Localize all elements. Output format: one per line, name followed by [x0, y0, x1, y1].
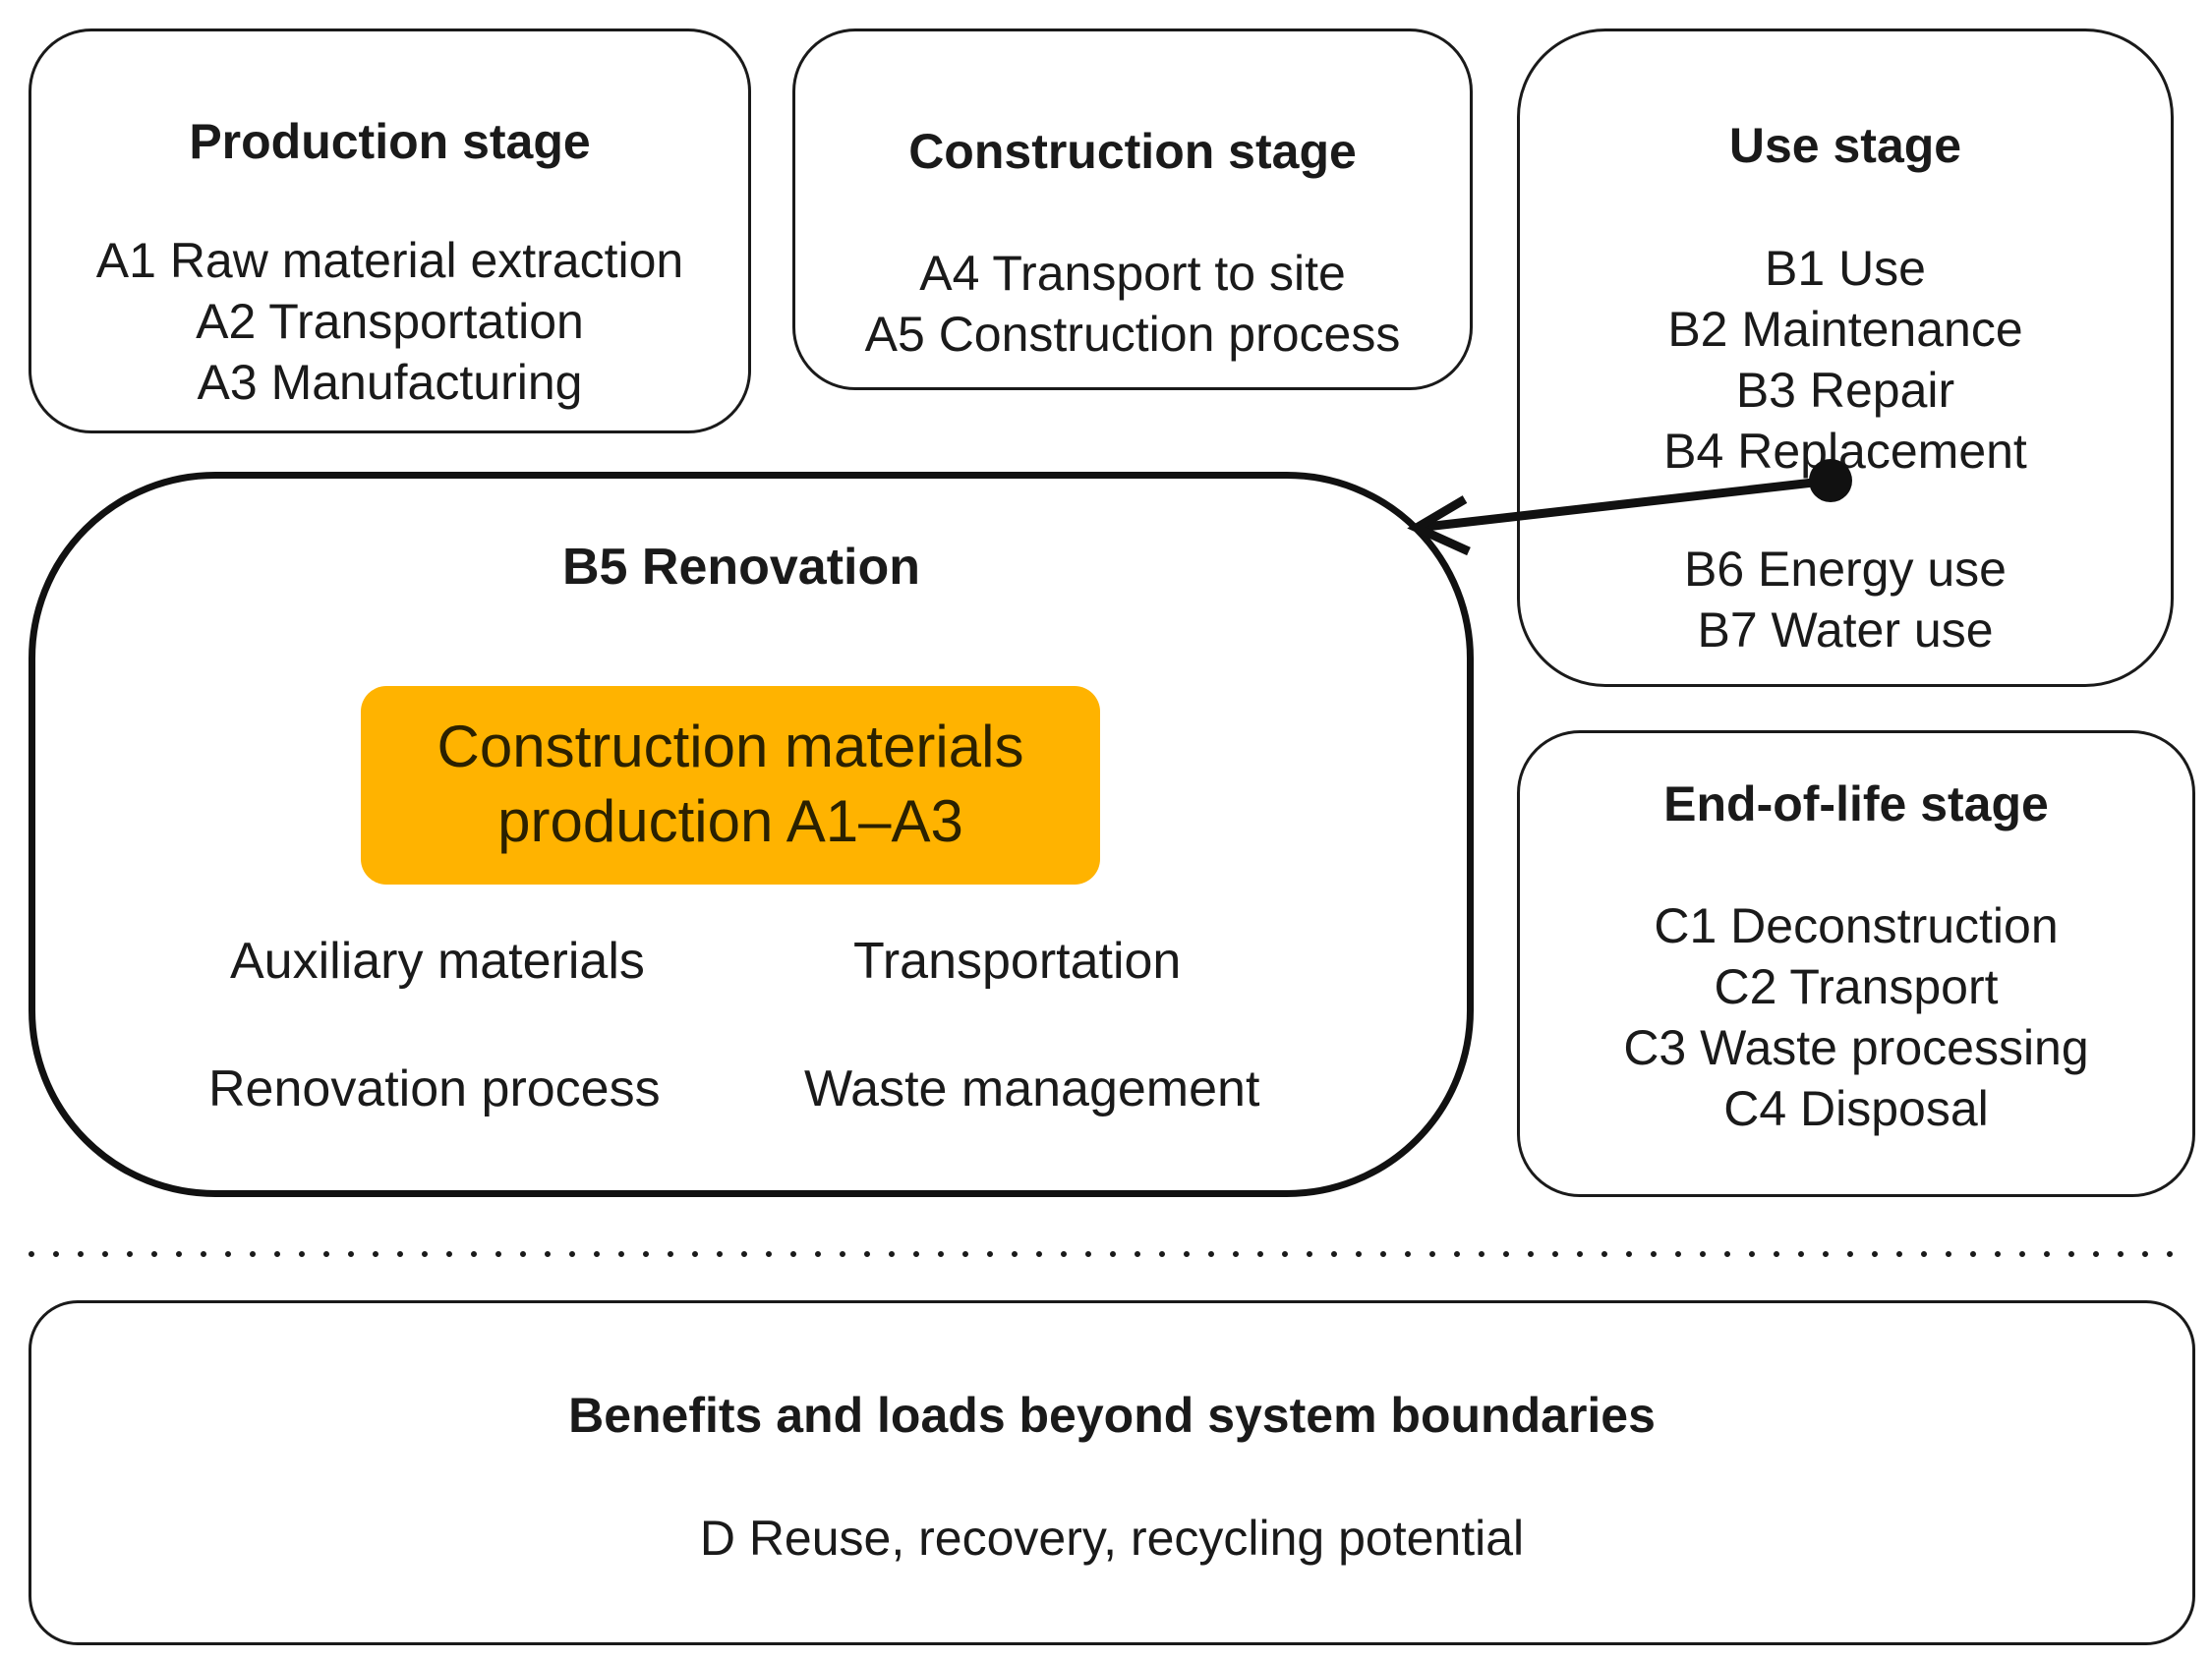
renovation-item-waste: Waste management — [804, 1060, 1260, 1117]
use-item-b4: B4 Replacement — [1663, 424, 2027, 479]
use-item-b7: B7 Water use — [1697, 602, 1994, 658]
end-of-life-stage-items: C1 Deconstruction C2 Transport C3 Waste … — [1520, 895, 2192, 1139]
production-item-a2: A2 Transportation — [196, 294, 584, 349]
construction-stage-box: Construction stage A4 Transport to site … — [792, 29, 1473, 390]
eol-item-c3: C3 Waste processing — [1623, 1020, 2089, 1075]
renovation-item-transportation: Transportation — [853, 933, 1182, 990]
construction-stage-items: A4 Transport to site A5 Construction pro… — [795, 243, 1470, 365]
production-item-a3: A3 Manufacturing — [197, 355, 583, 410]
construction-item-a5: A5 Construction process — [864, 307, 1401, 362]
materials-production-highlight: Construction materials production A1–A3 — [361, 686, 1100, 885]
dotted-separator — [29, 1251, 2194, 1257]
renovation-item-auxiliary: Auxiliary materials — [230, 933, 645, 990]
production-item-a1: A1 Raw material extraction — [95, 233, 684, 288]
construction-stage-title: Construction stage — [908, 124, 1357, 179]
use-item-b6: B6 Energy use — [1684, 542, 2007, 597]
use-stage-box: Use stage B1 Use B2 Maintenance B3 Repai… — [1517, 29, 2174, 687]
highlight-line-1: Construction materials — [437, 714, 1024, 779]
production-stage-title: Production stage — [189, 114, 591, 169]
use-stage-items-upper: B1 Use B2 Maintenance B3 Repair B4 Repla… — [1520, 238, 2171, 482]
benefits-item-d: D Reuse, recovery, recycling potential — [699, 1511, 1525, 1566]
eol-item-c1: C1 Deconstruction — [1654, 898, 2059, 953]
use-stage-items-lower: B6 Energy use B7 Water use — [1520, 539, 2171, 660]
use-item-b2: B2 Maintenance — [1667, 302, 2023, 357]
construction-item-a4: A4 Transport to site — [919, 246, 1346, 301]
eol-item-c2: C2 Transport — [1714, 959, 1999, 1014]
end-of-life-stage-box: End-of-life stage C1 Deconstruction C2 T… — [1517, 730, 2195, 1197]
benefits-box: Benefits and loads beyond system boundar… — [29, 1300, 2195, 1645]
renovation-box: B5 Renovation Construction materials pro… — [29, 472, 1474, 1197]
renovation-title: B5 Renovation — [561, 539, 921, 596]
highlight-line-2: production A1–A3 — [497, 788, 963, 854]
benefits-items: D Reuse, recovery, recycling potential — [31, 1508, 2192, 1569]
benefits-title: Benefits and loads beyond system boundar… — [568, 1388, 1656, 1443]
use-item-b3: B3 Repair — [1735, 363, 1955, 418]
eol-item-c4: C4 Disposal — [1723, 1081, 1989, 1136]
renovation-item-process: Renovation process — [208, 1060, 661, 1117]
end-of-life-stage-title: End-of-life stage — [1663, 776, 2049, 831]
production-stage-items: A1 Raw material extraction A2 Transporta… — [31, 230, 748, 413]
production-stage-box: Production stage A1 Raw material extract… — [29, 29, 751, 433]
use-item-b1: B1 Use — [1765, 241, 1926, 296]
use-stage-title: Use stage — [1728, 118, 1962, 173]
